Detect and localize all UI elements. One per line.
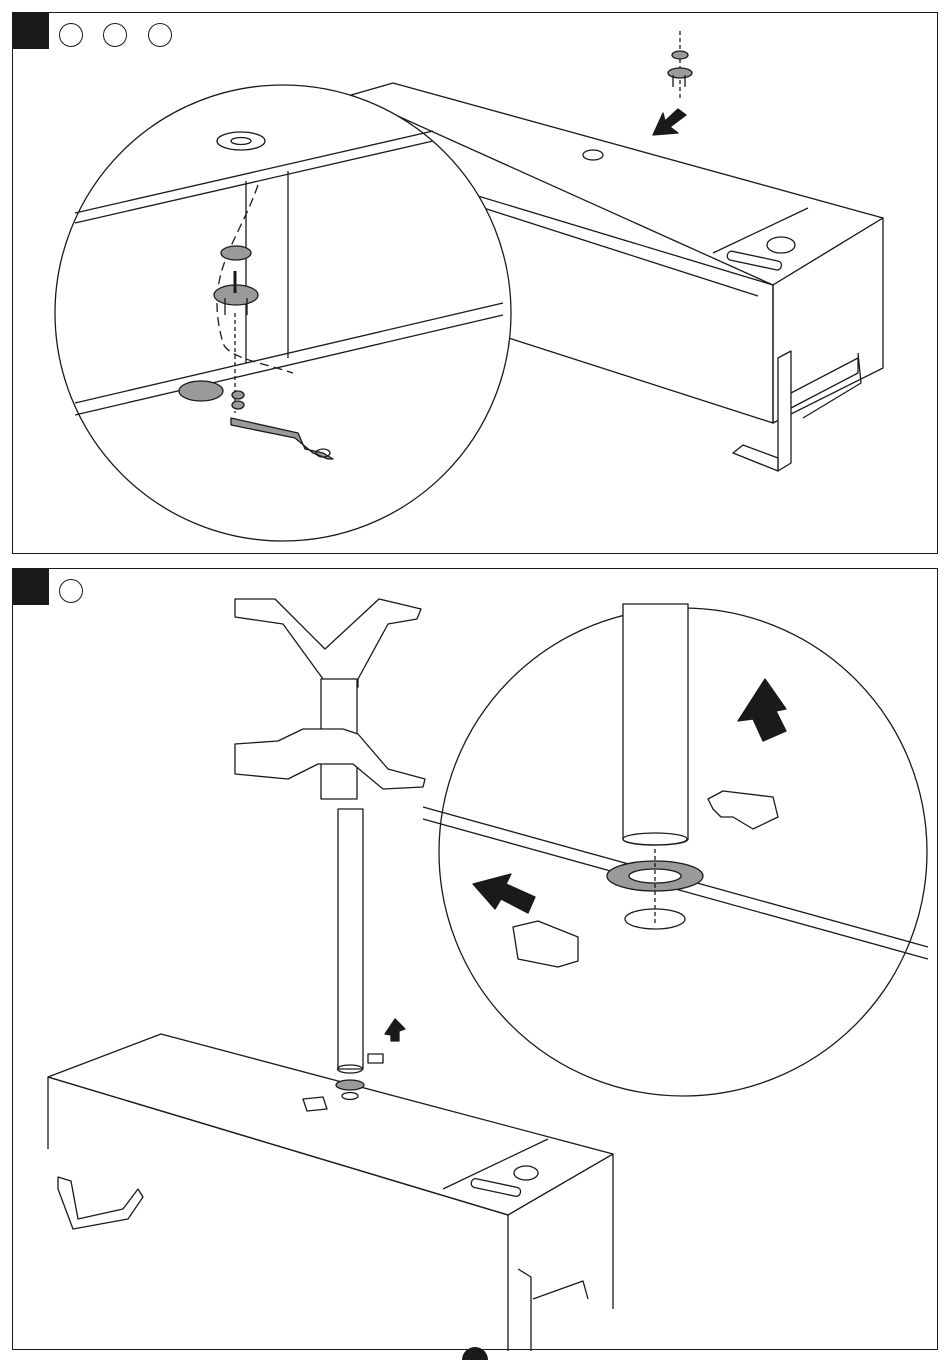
step-panel-2 (12, 568, 938, 1350)
cabinet-body (48, 1034, 613, 1351)
clip-piece (303, 1097, 327, 1111)
washer-detail (221, 246, 251, 260)
step-panel-1 (12, 12, 938, 554)
column-pole (338, 809, 364, 1073)
collar-ring (336, 1080, 364, 1090)
column-detail (623, 604, 688, 845)
step-2-illustration (13, 569, 939, 1351)
hardware-exploded (668, 31, 692, 98)
glide-foot (179, 381, 223, 401)
step-1-illustration (13, 13, 939, 555)
washer (672, 51, 688, 59)
up-arrow-small (385, 1019, 405, 1041)
vesa-bracket (235, 599, 425, 799)
detail-zoom-circle (423, 604, 928, 1096)
detail-zoom-circle (55, 85, 511, 541)
down-left-arrow (653, 109, 686, 135)
clip-piece (368, 1054, 383, 1063)
mounting-plate (668, 68, 692, 78)
